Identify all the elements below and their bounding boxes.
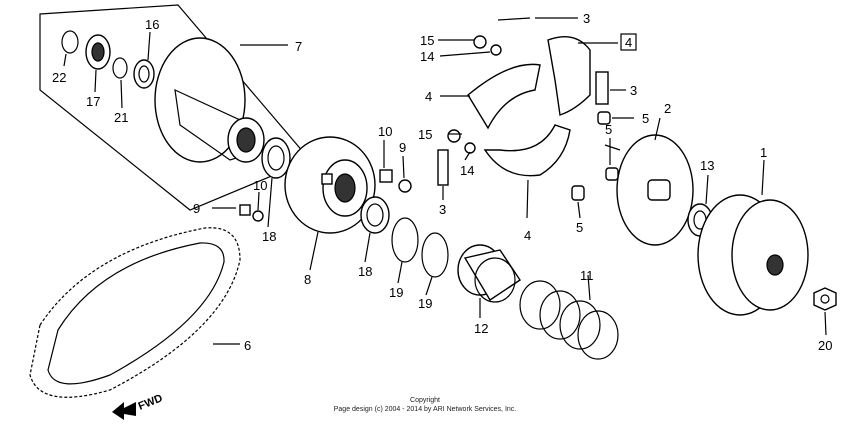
copyright-line-1: Copyright	[410, 397, 440, 404]
screw-part-9-left	[252, 210, 264, 222]
label-19-b: 19	[418, 296, 432, 311]
screw-part-9	[398, 179, 412, 193]
label-18-left: 18	[262, 229, 276, 244]
slider-part-10	[379, 169, 393, 183]
spring-part-11	[519, 280, 619, 360]
label-7: 7	[295, 39, 302, 54]
label-20: 20	[818, 338, 832, 353]
clutch-outer	[697, 194, 809, 316]
fwd-label: FWD	[137, 392, 165, 413]
label-3-right: 3	[630, 83, 637, 98]
label-11: 11	[580, 268, 594, 283]
clutch-shoe-lower	[483, 124, 571, 177]
seal-part-18-right	[360, 196, 390, 234]
drive-belt	[29, 227, 241, 398]
spring-part-3-top	[497, 17, 531, 21]
seal-part-18	[261, 137, 291, 179]
label-15-mid: 15	[418, 127, 432, 142]
nut-part-15	[473, 35, 487, 49]
label-4-box	[620, 33, 637, 51]
label-14-top: 14	[420, 49, 434, 64]
clutch-drive-plate	[604, 134, 694, 246]
fwd-arrow-icon	[112, 402, 136, 420]
label-8: 8	[304, 272, 311, 287]
label-9-top: 9	[399, 140, 406, 155]
label-19-a: 19	[389, 285, 403, 300]
drive-face-subassembly	[39, 4, 311, 211]
label-3-left: 3	[439, 202, 446, 217]
label-12: 12	[474, 321, 488, 336]
label-9-left: 9	[193, 201, 200, 216]
part-number-labels: 3 4 15 14 4 3 5 2 5 1 13 15 14 10 9 3 4 …	[52, 11, 832, 353]
copyright-line-2: Page design (c) 2004 - 2014 by ARI Netwo…	[334, 406, 517, 413]
leader-lines	[212, 17, 827, 345]
label-10-left: 10	[253, 178, 267, 193]
label-17: 17	[86, 94, 100, 109]
label-4-left: 4	[425, 89, 432, 104]
slider-part-10-left	[239, 204, 251, 216]
spring-part-3-right	[595, 71, 609, 105]
label-4-boxed: 4	[625, 35, 632, 50]
label-21: 21	[114, 110, 128, 125]
label-22: 22	[52, 70, 66, 85]
label-1: 1	[760, 145, 767, 160]
label-3-top: 3	[583, 11, 590, 26]
label-16: 16	[145, 17, 159, 32]
label-15-top: 15	[420, 33, 434, 48]
label-6: 6	[244, 338, 251, 353]
washer-part-14	[490, 44, 502, 56]
label-5-bottom: 5	[576, 220, 583, 235]
label-10-top: 10	[378, 124, 392, 139]
label-13: 13	[700, 158, 714, 173]
label-4-bottom: 4	[524, 228, 531, 243]
clutch-shoe-upper	[467, 36, 591, 130]
movable-drive-face	[284, 136, 376, 234]
nut-part-20	[813, 287, 837, 311]
label-18-right: 18	[358, 264, 372, 279]
collar-part-12	[457, 244, 521, 303]
o-ring-19a	[391, 217, 419, 263]
label-5-mid: 5	[605, 122, 612, 137]
forward-direction-indicator: FWD	[112, 392, 164, 420]
label-5-right: 5	[642, 111, 649, 126]
label-14-mid: 14	[460, 163, 474, 178]
washer-part-14-b	[464, 142, 476, 154]
copyright-notice: Copyright Page design (c) 2004 - 2014 by…	[334, 397, 517, 413]
bushing-part-5-c	[571, 185, 585, 201]
nut-part-15-b	[447, 129, 461, 143]
bushing-part-5-a	[597, 111, 611, 125]
label-2: 2	[664, 101, 671, 116]
o-ring-19b	[421, 232, 449, 278]
spring-part-3-left	[437, 149, 449, 186]
bushing-part-5-b	[605, 167, 619, 181]
